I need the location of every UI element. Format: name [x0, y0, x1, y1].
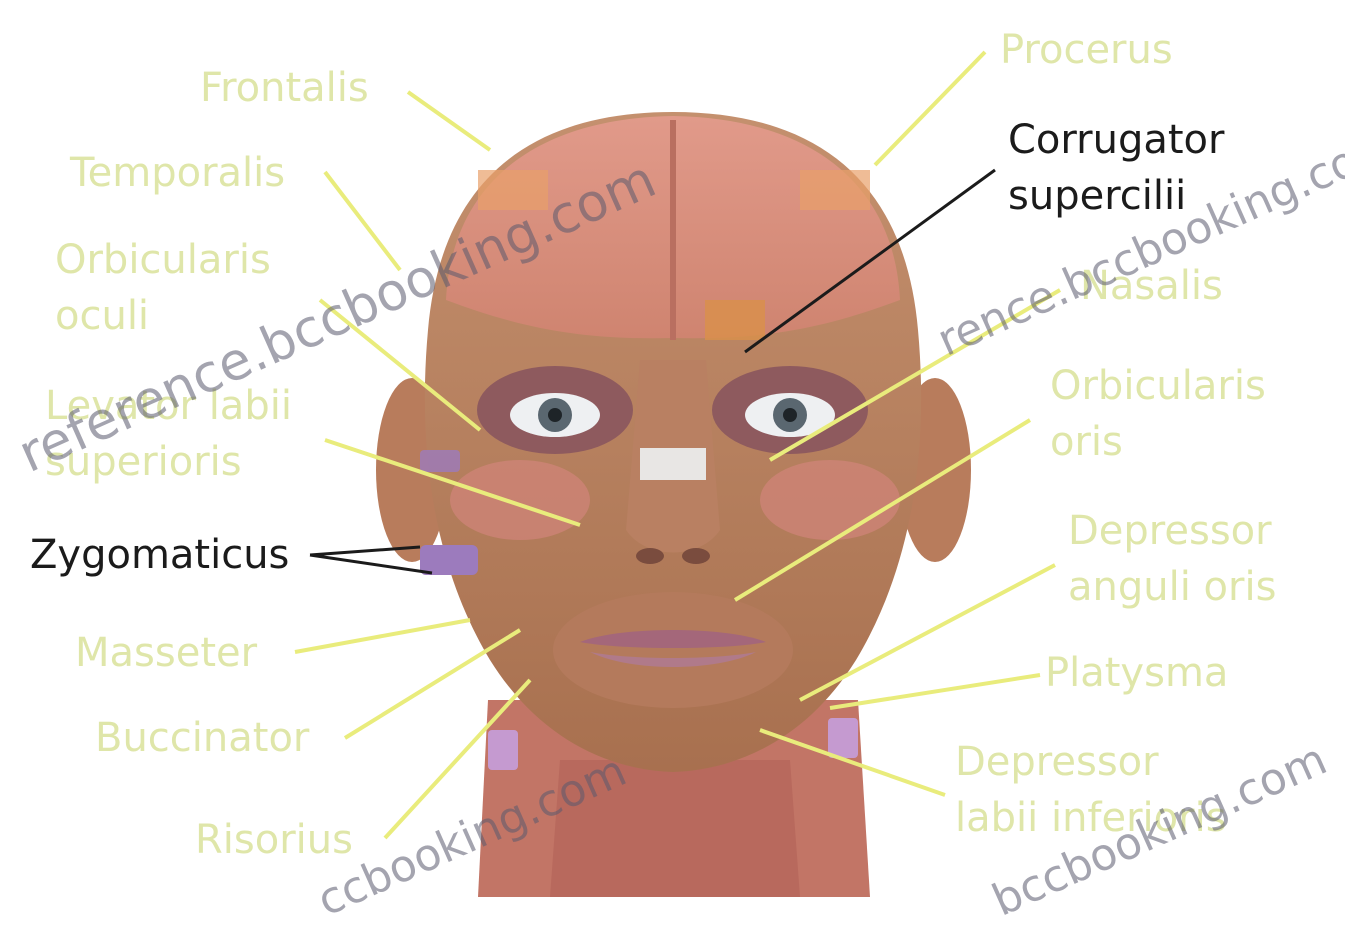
label-zygomaticus: Zygomaticus — [30, 527, 289, 583]
frontalis-leader — [408, 92, 490, 150]
diagram-canvas: Frontalis Procerus Temporalis Corrugator… — [0, 0, 1345, 897]
label-depressor-anguli-line1: Depressor — [1068, 503, 1272, 559]
label-depressor-labii-line1: Depressor — [955, 734, 1159, 790]
label-depressor-anguli-line2: anguli oris — [1068, 559, 1276, 615]
label-orbicularis-oculi-line2: oculi — [55, 288, 149, 344]
label-orbicularis-oculi-line1: Orbicularis — [55, 232, 271, 288]
temporalis-highlight-right — [800, 170, 870, 210]
label-frontalis: Frontalis — [200, 60, 369, 116]
platysma-marker — [828, 718, 858, 758]
platysma-leader — [830, 675, 1040, 708]
corrugator-highlight — [705, 300, 765, 340]
label-orbicularis-oris-line1: Orbicularis — [1050, 358, 1266, 414]
label-risorius: Risorius — [195, 812, 353, 868]
label-orbicularis-oris-line2: oris — [1050, 414, 1123, 470]
label-procerus: Procerus — [1000, 22, 1173, 78]
label-buccinator: Buccinator — [95, 710, 309, 766]
right-nostril — [682, 548, 710, 564]
masseter-marker — [420, 450, 460, 472]
left-nostril — [636, 548, 664, 564]
label-platysma: Platysma — [1045, 645, 1228, 701]
label-corrugator-line1: Corrugator — [1008, 112, 1224, 168]
temporalis-leader — [325, 172, 400, 270]
left-pupil — [548, 408, 562, 422]
zygomaticus-marker — [420, 545, 478, 575]
masseter-leader — [295, 620, 470, 652]
right-cheek-muscle — [760, 460, 900, 540]
right-pupil — [783, 408, 797, 422]
left-cheek-muscle — [450, 460, 590, 540]
orbicularis-oris-muscle — [553, 592, 793, 708]
neck-marker — [488, 730, 518, 770]
procerus-leader — [875, 52, 985, 165]
nasal-bone — [640, 448, 706, 480]
label-corrugator-line2: supercilii — [1008, 168, 1186, 224]
label-masseter: Masseter — [75, 625, 257, 681]
label-temporalis: Temporalis — [70, 145, 285, 201]
